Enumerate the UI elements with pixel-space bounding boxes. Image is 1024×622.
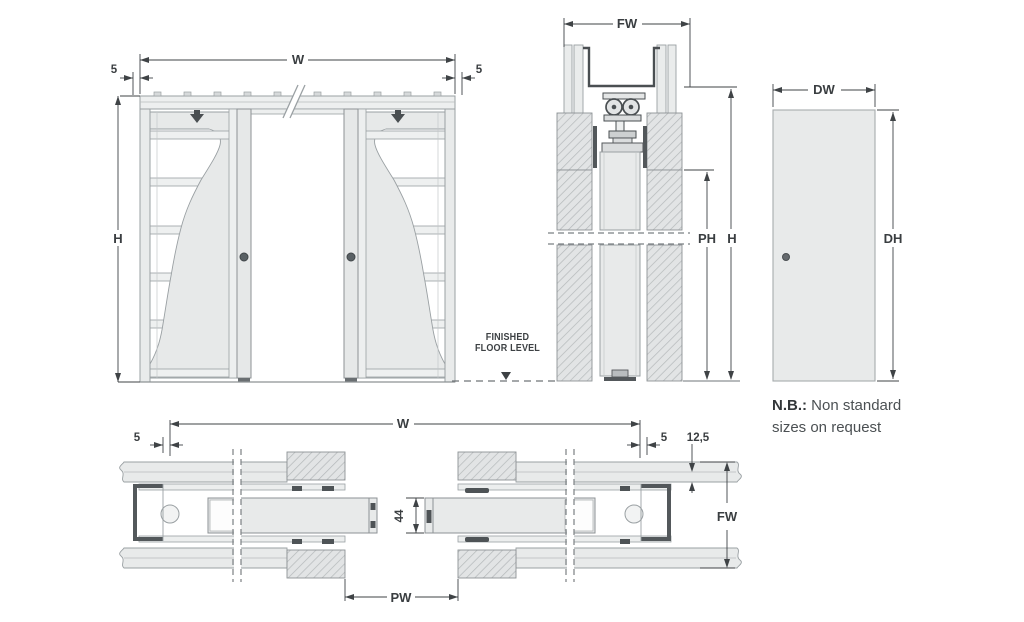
plan-width-label: W	[397, 416, 410, 431]
note-prefix: N.B.:	[772, 397, 807, 414]
door-height-label: DH	[884, 231, 903, 246]
plan-liner-clips	[292, 486, 630, 544]
section-pocket-height-label: PH	[698, 231, 716, 246]
elevation-height-label: H	[113, 231, 122, 246]
right-outer-stile	[444, 108, 456, 383]
right-end-post	[641, 484, 671, 541]
non-standard-sizes-note: N.B.: Non standard sizes on request	[772, 395, 934, 438]
track-profile	[583, 46, 660, 88]
left-end-post	[133, 484, 163, 541]
left-door-reveal	[149, 111, 238, 379]
elevation-offset-right-label: 5	[476, 64, 483, 76]
section-height-label: H	[727, 231, 736, 246]
vertical-section-view: FW PH H	[452, 16, 740, 382]
elevation-width-label: W	[292, 52, 305, 67]
dim-door-height	[877, 109, 899, 382]
left-flush-pull-icon	[239, 252, 249, 262]
finished-floor-level-label: FINISHED FLOOR LEVEL	[475, 332, 540, 354]
right-floor-guide	[345, 378, 357, 382]
section-frame-width-label: FW	[617, 16, 638, 31]
plan-passage-width-label: PW	[391, 590, 413, 605]
door-hanger-icon	[190, 110, 405, 123]
right-door-edge	[343, 108, 359, 379]
dim-section-height	[684, 86, 737, 379]
door-width-label: DW	[813, 82, 835, 97]
floor-level-marker-icon	[501, 372, 511, 380]
door-flush-pull-icon	[782, 253, 790, 261]
plan-right-door	[424, 497, 596, 534]
front-elevation-view: W 5 5 H	[109, 51, 483, 383]
left-door-bumper	[160, 504, 180, 524]
pocket-liner-right	[643, 126, 647, 168]
note-body: Non standard sizes on request	[772, 397, 902, 436]
plan-section-view: W 5 5 12,5 44	[119, 416, 742, 605]
left-door-edge	[236, 108, 252, 379]
door-panel	[772, 109, 876, 382]
plan-door-thickness-label: 44	[394, 509, 406, 522]
roller-carriage	[601, 92, 646, 153]
pocket-liner-left	[593, 126, 597, 168]
track-fixing-tabs	[153, 91, 442, 97]
plan-board-thickness-label: 12,5	[687, 432, 710, 444]
left-floor-guide	[238, 378, 250, 382]
plan-length-breaks	[232, 449, 575, 582]
wall-section	[556, 112, 683, 382]
plan-offset-right-label: 5	[661, 432, 668, 444]
door-section	[599, 151, 641, 381]
right-door-reveal	[357, 111, 446, 379]
plan-jamb-blocks	[286, 451, 517, 579]
dim-section-pocket-height	[684, 169, 714, 379]
elevation-offset-left-label: 5	[111, 64, 118, 76]
right-door-bumper	[624, 504, 644, 524]
right-flush-pull-icon	[346, 252, 356, 262]
left-outer-stile	[139, 108, 151, 383]
door-panel-view: DW DH	[772, 82, 903, 382]
break-symbol	[282, 83, 306, 120]
height-break	[548, 232, 690, 245]
plan-frame-width-label: FW	[717, 509, 738, 524]
plan-offset-left-label: 5	[134, 432, 141, 444]
